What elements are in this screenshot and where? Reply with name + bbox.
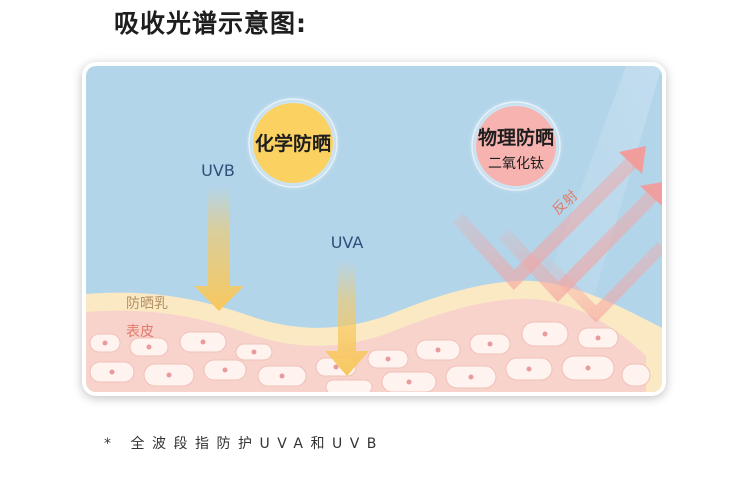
physical-sunscreen-label: 物理防晒 (478, 126, 554, 149)
cell-nuclei (102, 331, 601, 385)
chemical-sunscreen-label: 化学防晒 (255, 132, 331, 155)
uvb-arrow (194, 186, 244, 311)
skin-cells (89, 321, 651, 392)
physical-sunscreen-sun (468, 98, 564, 194)
footnote: * 全波段指防护UVA和UVB (104, 436, 384, 452)
sunscreen-layer-label: 防晒乳 (126, 296, 168, 312)
diagram-panel: 化学防晒 物理防晒 二氧化钛 UVB UVA 反 (82, 62, 666, 396)
uva-label: UVA (331, 233, 364, 252)
diagram-canvas: 化学防晒 物理防晒 二氧化钛 UVB UVA 反 (86, 66, 662, 392)
uva-arrow (325, 260, 369, 376)
diagram-svg: 化学防晒 物理防晒 二氧化钛 UVB UVA 反 (86, 66, 662, 392)
chemical-sunscreen-sun (245, 95, 341, 191)
skin-layer-label: 表皮 (126, 324, 154, 340)
uvb-label: UVB (201, 161, 235, 180)
physical-sunscreen-sublabel: 二氧化钛 (488, 156, 544, 172)
page-title: 吸收光谱示意图: (114, 9, 307, 38)
reflected-rays (452, 146, 662, 323)
